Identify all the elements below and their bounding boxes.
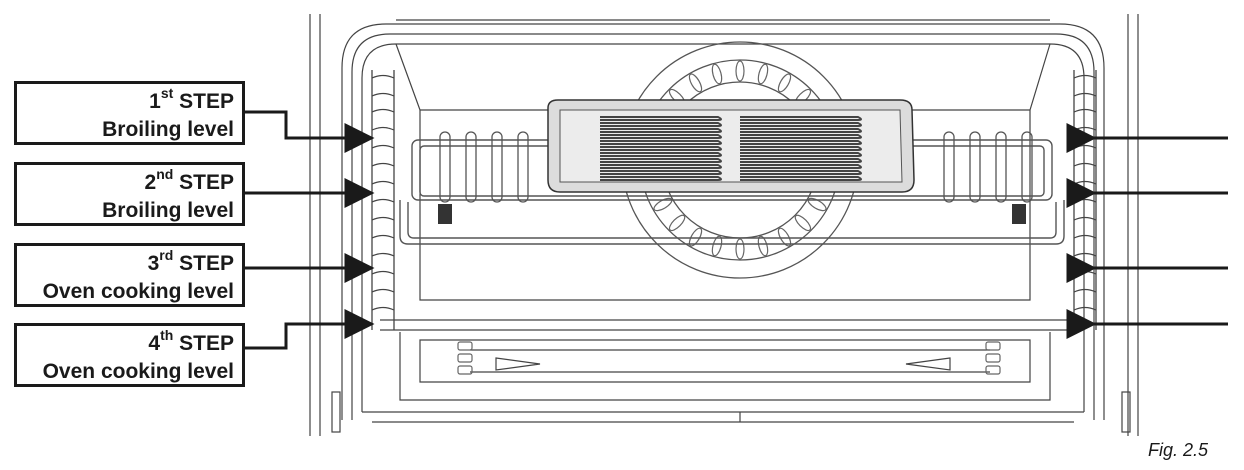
tray-rib-left bbox=[600, 164, 722, 169]
step-1-title: 1st STEP bbox=[149, 85, 234, 113]
tray-rib-left bbox=[600, 128, 722, 133]
left-ladder-rung bbox=[371, 216, 395, 221]
step-4-title: 4th STEP bbox=[148, 327, 234, 355]
fan-slot bbox=[757, 235, 769, 257]
fan-slot bbox=[794, 214, 812, 232]
left-ladder-rung bbox=[371, 92, 395, 97]
tray-rib-left bbox=[600, 140, 722, 145]
fan-slot bbox=[757, 63, 769, 85]
tray-rib-left bbox=[600, 170, 722, 175]
rack-bar bbox=[943, 131, 955, 203]
left-ladder-rung bbox=[371, 288, 395, 293]
rack-bar bbox=[995, 131, 1007, 203]
fan-slot bbox=[777, 227, 792, 247]
tray-rib-left bbox=[600, 116, 722, 121]
tray-rib-left bbox=[600, 176, 722, 181]
tray-rib-left bbox=[600, 122, 722, 127]
tray-rib-right bbox=[740, 170, 862, 175]
rack-bar bbox=[517, 131, 529, 203]
arrow-step-1-left bbox=[245, 110, 375, 153]
step-3-title: 3rd STEP bbox=[147, 247, 234, 275]
fan-slot bbox=[688, 227, 703, 247]
right-ladder-rung bbox=[1073, 108, 1097, 113]
step-4-label: 4th STEP Oven cooking level bbox=[14, 323, 245, 387]
step-2-level: Broiling level bbox=[102, 199, 234, 222]
oven-cavity bbox=[341, 23, 1105, 420]
tray-rib-right bbox=[740, 140, 862, 145]
fan-slot bbox=[777, 73, 792, 93]
tray-rib-left bbox=[600, 158, 722, 163]
fan-slot bbox=[735, 60, 745, 82]
fan-slot bbox=[711, 235, 723, 257]
right-ladder-rung bbox=[1073, 74, 1097, 79]
fan-slot bbox=[688, 73, 703, 93]
fan-slot bbox=[668, 214, 686, 232]
step-1-label: 1st STEP Broiling level bbox=[14, 81, 245, 145]
figure-caption: Fig. 2.5 bbox=[1148, 440, 1209, 460]
rack-bar bbox=[439, 131, 451, 203]
arrow-step-4-left bbox=[245, 309, 375, 350]
tray-rib-right bbox=[740, 164, 862, 169]
step-1-level: Broiling level bbox=[102, 118, 234, 141]
rack-bar bbox=[491, 131, 503, 203]
tray-rib-right bbox=[740, 122, 862, 127]
step-3-label: 3rd STEP Oven cooking level bbox=[14, 243, 245, 307]
right-ladder-rung bbox=[1073, 162, 1097, 167]
tray-rib-right bbox=[740, 176, 862, 181]
tray-rib-left bbox=[600, 152, 722, 157]
tray-rib-right bbox=[740, 128, 862, 133]
right-ladder-rung bbox=[1073, 216, 1097, 221]
tray-rib-right bbox=[740, 134, 862, 139]
right-ladder-rung bbox=[1073, 92, 1097, 97]
left-ladder-rung bbox=[371, 74, 395, 79]
step-3-level: Oven cooking level bbox=[42, 280, 234, 303]
oven-outer-frame bbox=[309, 14, 1139, 436]
tray-rib-right bbox=[740, 116, 862, 121]
left-ladder-rung bbox=[371, 108, 395, 113]
rack-bar bbox=[1021, 131, 1033, 203]
right-ladder-rung bbox=[1073, 234, 1097, 239]
tray-rib-left bbox=[600, 134, 722, 139]
step-2-label: 2nd STEP Broiling level bbox=[14, 162, 245, 226]
left-ladder-rung bbox=[371, 162, 395, 167]
tray-rib-left bbox=[600, 146, 722, 151]
step-2-title: 2nd STEP bbox=[144, 166, 235, 194]
oven-bottom bbox=[399, 332, 1051, 401]
rack-bar bbox=[465, 131, 477, 203]
fan-slot bbox=[735, 238, 745, 260]
fan-slot bbox=[711, 63, 723, 85]
tray-rib-right bbox=[740, 146, 862, 151]
tray-rib-right bbox=[740, 152, 862, 157]
rack-bar bbox=[969, 131, 981, 203]
left-ladder-rung bbox=[371, 234, 395, 239]
tray-rib-right bbox=[740, 158, 862, 163]
step-4-level: Oven cooking level bbox=[42, 360, 234, 383]
right-ladder-rung bbox=[1073, 288, 1097, 293]
